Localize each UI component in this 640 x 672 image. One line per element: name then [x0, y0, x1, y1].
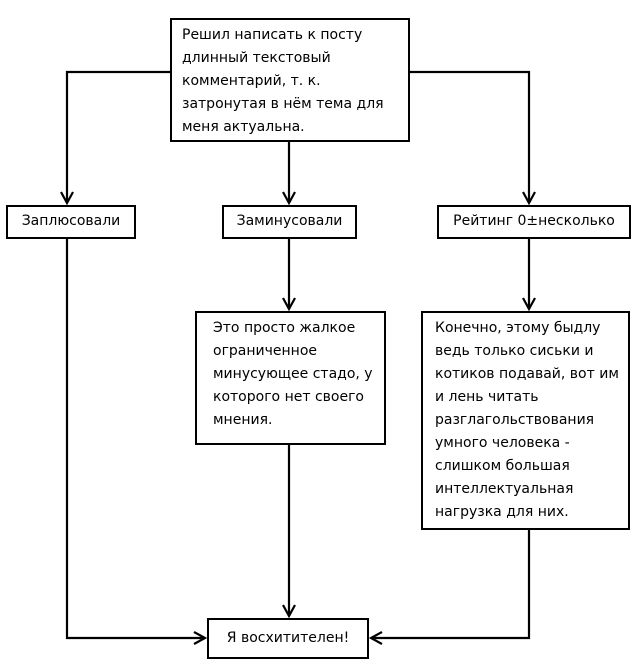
node-start-text: Решил написать к посту длинный текстовый…: [182, 27, 384, 135]
node-downvoted: Заминусовали: [222, 205, 357, 239]
arrow-start-to-upvoted: [67, 70, 170, 203]
arrow-bydlo-to-final: [371, 530, 531, 638]
node-final: Я восхитителен!: [207, 618, 369, 659]
node-upvoted: Заплюсовали: [6, 205, 136, 239]
node-rating-zero-text: Рейтинг 0±несколько: [453, 213, 615, 229]
node-downvoted-text: Заминусовали: [236, 213, 343, 229]
node-herd-text: Это просто жалкое ограниченное минусующе…: [213, 320, 373, 428]
node-final-text: Я восхитителен!: [226, 630, 350, 646]
node-herd: Это просто жалкое ограниченное минусующе…: [195, 311, 386, 445]
node-bydlo-text: Конечно, этому быдлу ведь только сиськи …: [435, 320, 619, 520]
node-rating-zero: Рейтинг 0±несколько: [437, 205, 631, 239]
node-start: Решил написать к посту длинный текстовый…: [170, 18, 410, 142]
arrow-start-to-rating: [410, 70, 529, 203]
node-bydlo: Конечно, этому быдлу ведь только сиськи …: [421, 311, 630, 530]
node-upvoted-text: Заплюсовали: [21, 213, 121, 229]
arrow-upvoted-to-final: [65, 239, 205, 638]
